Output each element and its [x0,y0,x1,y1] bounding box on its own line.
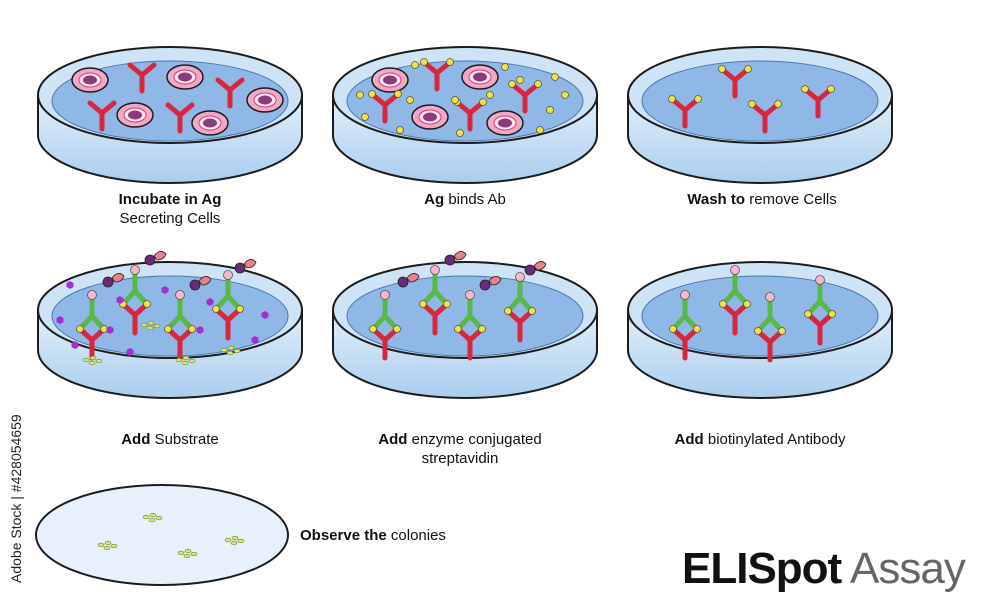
dish-ag-binds [332,46,598,184]
caption-streptavidin-text: enzyme conjugated streptavidin [411,431,542,467]
caption-ag-text: binds Ab [448,191,506,208]
caption-substrate-bold: Add [121,431,151,448]
stock-id-text: Adobe Stock | #428054659 [8,414,24,583]
caption-biotinylated-bold: Add [674,431,704,448]
caption-observe-bold: Observe the [300,527,387,544]
caption-incubate: Incubate in Ag Secreting Cells [20,190,320,228]
caption-wash-text: remove Cells [749,191,837,208]
caption-wash-bold: Wash to [687,191,746,208]
caption-streptavidin-bold: Add [378,431,408,448]
title-elispot: ELISpot [682,544,842,593]
caption-wash: Wash to remove Cells [622,190,902,209]
caption-incubate-text: Secreting Cells [119,210,221,227]
caption-incubate-bold: Incubate in Ag [118,191,222,208]
caption-streptavidin: Add enzyme conjugated streptavidin [340,430,580,468]
caption-observe-text: colonies [390,527,446,544]
dish-incubate [37,46,303,184]
dish-biotinylated [627,261,893,399]
stock-id-watermark: Adobe Stock | #428054659 [8,414,24,583]
caption-ag-bold: Ag [424,191,445,208]
caption-biotinylated-text: biotinylated Antibody [707,431,846,448]
diagram-title: ELISpot Assay [682,544,966,594]
title-assay: Assay [850,544,966,593]
caption-substrate-text: Substrate [154,431,219,448]
dish-streptavidin [332,251,598,399]
caption-observe: Observe the colonies [300,526,500,545]
caption-substrate: Add Substrate [20,430,320,449]
caption-biotinylated: Add biotinylated Antibody [660,430,860,449]
dish-substrate [37,251,303,399]
caption-ag-binds: Ag binds Ab [315,190,615,209]
dish-wash [627,46,893,184]
dish-observe [35,484,289,586]
